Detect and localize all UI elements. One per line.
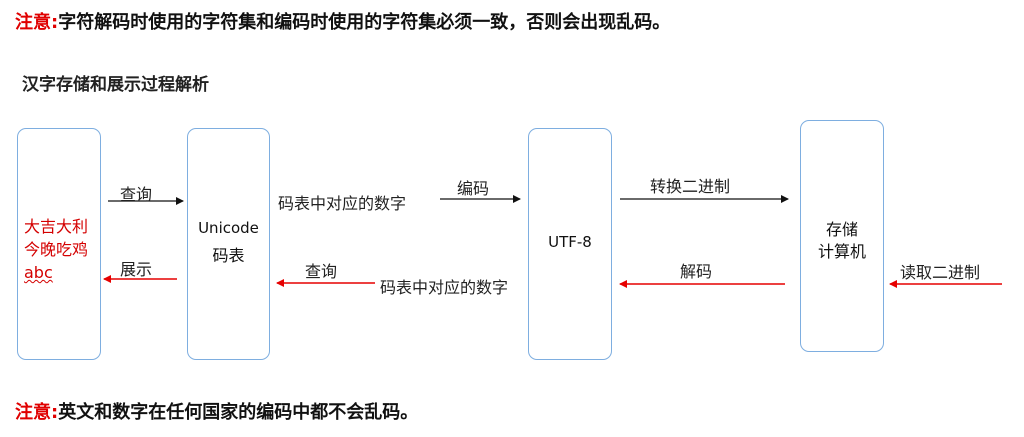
label-query-back: 查询	[305, 262, 338, 281]
label-code-number-bottom: 码表中对应的数字	[380, 278, 509, 297]
label-query-forward: 查询	[120, 185, 153, 204]
section-title: 汉字存储和展示过程解析	[22, 75, 209, 95]
box-utf8: UTF-8	[528, 128, 612, 360]
utf8-label: UTF-8	[548, 233, 592, 251]
note-top: 注意:字符解码时使用的字符集和编码时使用的字符集必须一致，否则会出现乱码。	[15, 8, 670, 34]
note-top-prefix: 注意:	[15, 12, 59, 33]
box-storage-computer: 存储 计算机	[800, 120, 884, 352]
note-bottom-prefix: 注意:	[15, 402, 59, 423]
note-bottom: 注意:英文和数字在任何国家的编码中都不会乱码。	[15, 398, 418, 424]
unicode-table-label: 码表	[212, 246, 245, 265]
label-decode: 解码	[680, 262, 713, 281]
characters-line-2: 今晚吃鸡	[24, 240, 89, 259]
characters-line-1: 大吉大利	[24, 217, 89, 236]
label-code-number-top: 码表中对应的数字	[278, 194, 407, 213]
note-bottom-text: 英文和数字在任何国家的编码中都不会乱码。	[58, 402, 419, 423]
label-encode: 编码	[457, 179, 490, 198]
label-read-binary: 读取二进制	[900, 263, 981, 282]
box-unicode-table: Unicode 码表	[187, 128, 270, 360]
characters-line-3: abc	[24, 263, 53, 282]
computer-label: 计算机	[817, 242, 866, 261]
characters-text: 大吉大利 今晚吃鸡 abc	[24, 215, 88, 284]
storage-label: 存储	[825, 220, 858, 239]
label-convert-binary: 转换二进制	[650, 177, 731, 196]
box-characters: 大吉大利 今晚吃鸡 abc	[17, 128, 101, 360]
label-display: 展示	[120, 260, 153, 279]
unicode-label: Unicode	[198, 219, 259, 237]
note-top-text: 字符解码时使用的字符集和编码时使用的字符集必须一致，否则会出现乱码。	[58, 12, 671, 33]
